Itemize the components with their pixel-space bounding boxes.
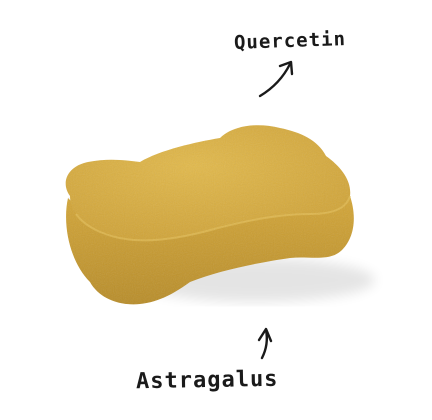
treat-texture (65, 125, 354, 305)
curved-arrow-up-right-icon (258, 60, 294, 98)
annotation-astragalus: Astragalus (135, 366, 279, 395)
annotation-quercetin: Quercetin (233, 28, 347, 54)
curved-arrow-down-icon (257, 327, 273, 360)
